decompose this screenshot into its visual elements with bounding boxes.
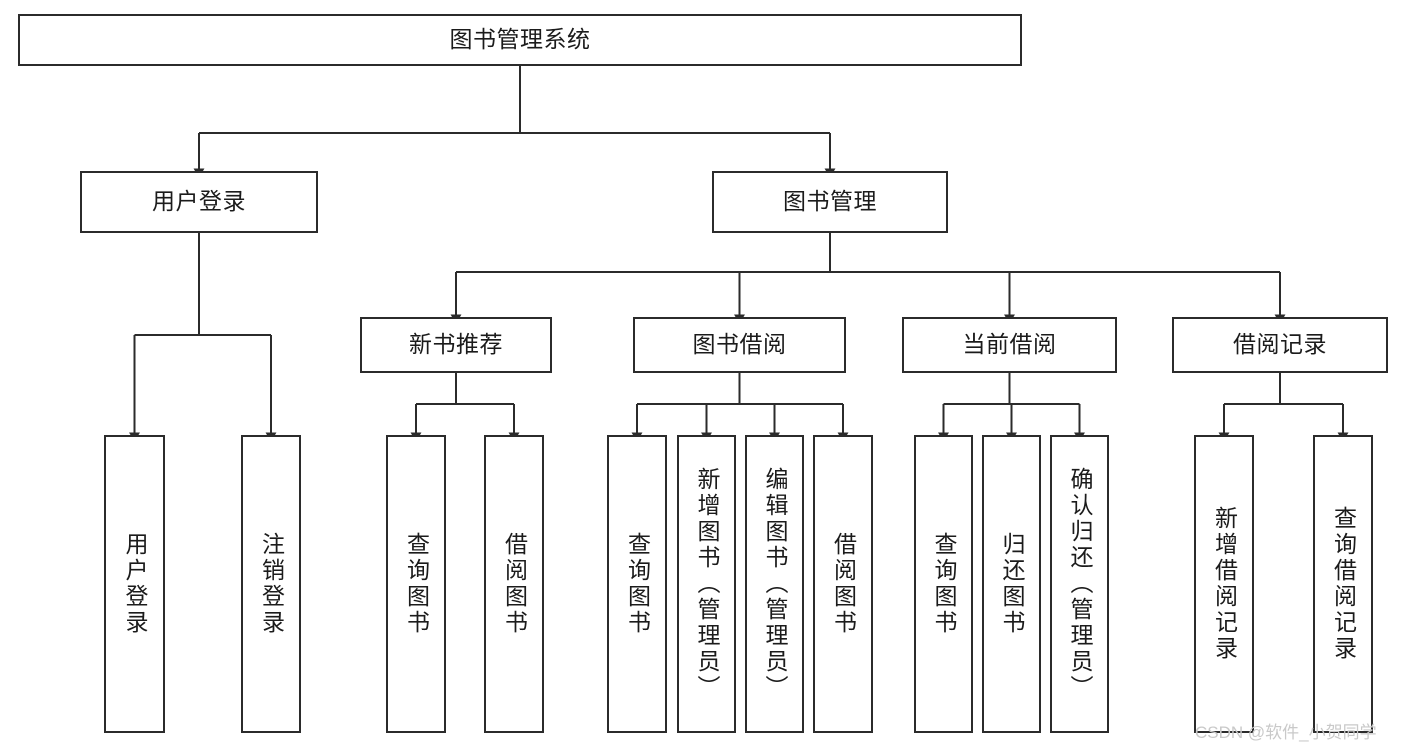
node-leaf-logout[interactable]: 注销登录 [241, 435, 301, 733]
node-label-current-borrow: 当前借阅 [962, 331, 1057, 358]
node-label-leaf-query-book-3: 查询图书 [931, 532, 957, 636]
node-label-leaf-user-login: 用户登录 [122, 532, 148, 636]
node-book-borrow[interactable]: 图书借阅 [633, 317, 846, 373]
node-label-book-manage: 图书管理 [783, 188, 877, 215]
node-leaf-return-book[interactable]: 归还图书 [982, 435, 1041, 733]
node-label-book-borrow: 图书借阅 [692, 331, 787, 358]
node-book-manage[interactable]: 图书管理 [712, 171, 948, 233]
node-borrow-record[interactable]: 借阅记录 [1172, 317, 1388, 373]
node-label-leaf-logout: 注销登录 [258, 532, 285, 636]
node-label-new-book-rec: 新书推荐 [409, 331, 503, 358]
node-label-leaf-query-record: 查询借阅记录 [1330, 506, 1357, 662]
node-root[interactable]: 图书管理系统 [18, 14, 1022, 66]
node-label-user-login: 用户登录 [152, 188, 246, 215]
node-label-leaf-edit-book: 编辑图书（管理员） [762, 467, 788, 701]
node-label-leaf-add-record: 新增借阅记录 [1211, 506, 1238, 662]
node-leaf-confirm-return[interactable]: 确认归还（管理员） [1050, 435, 1109, 733]
node-label-leaf-borrow-book-1: 借阅图书 [501, 532, 528, 636]
node-leaf-query-book-2[interactable]: 查询图书 [607, 435, 667, 733]
node-label-leaf-return-book: 归还图书 [999, 532, 1025, 636]
edge-group [129, 66, 1349, 442]
node-label-root: 图书管理系统 [449, 26, 591, 53]
watermark-text: CSDN @软件_小贺同学 [1195, 723, 1377, 742]
node-leaf-query-record[interactable]: 查询借阅记录 [1313, 435, 1373, 733]
node-leaf-edit-book[interactable]: 编辑图书（管理员） [745, 435, 804, 733]
node-label-leaf-query-book-1: 查询图书 [403, 532, 430, 636]
node-leaf-borrow-book-1[interactable]: 借阅图书 [484, 435, 544, 733]
node-label-leaf-add-book: 新增图书（管理员） [694, 467, 720, 701]
node-user-login[interactable]: 用户登录 [80, 171, 318, 233]
node-leaf-query-book-3[interactable]: 查询图书 [914, 435, 973, 733]
node-label-leaf-borrow-book-2: 借阅图书 [830, 532, 857, 636]
node-new-book-rec[interactable]: 新书推荐 [360, 317, 552, 373]
node-leaf-add-book[interactable]: 新增图书（管理员） [677, 435, 736, 733]
node-label-leaf-query-book-2: 查询图书 [624, 532, 651, 636]
node-label-borrow-record: 借阅记录 [1233, 331, 1327, 358]
node-leaf-borrow-book-2[interactable]: 借阅图书 [813, 435, 873, 733]
node-label-leaf-confirm-return: 确认归还（管理员） [1067, 467, 1093, 701]
node-current-borrow[interactable]: 当前借阅 [902, 317, 1117, 373]
node-leaf-query-book-1[interactable]: 查询图书 [386, 435, 446, 733]
node-leaf-add-record[interactable]: 新增借阅记录 [1194, 435, 1254, 733]
node-leaf-user-login[interactable]: 用户登录 [104, 435, 165, 733]
